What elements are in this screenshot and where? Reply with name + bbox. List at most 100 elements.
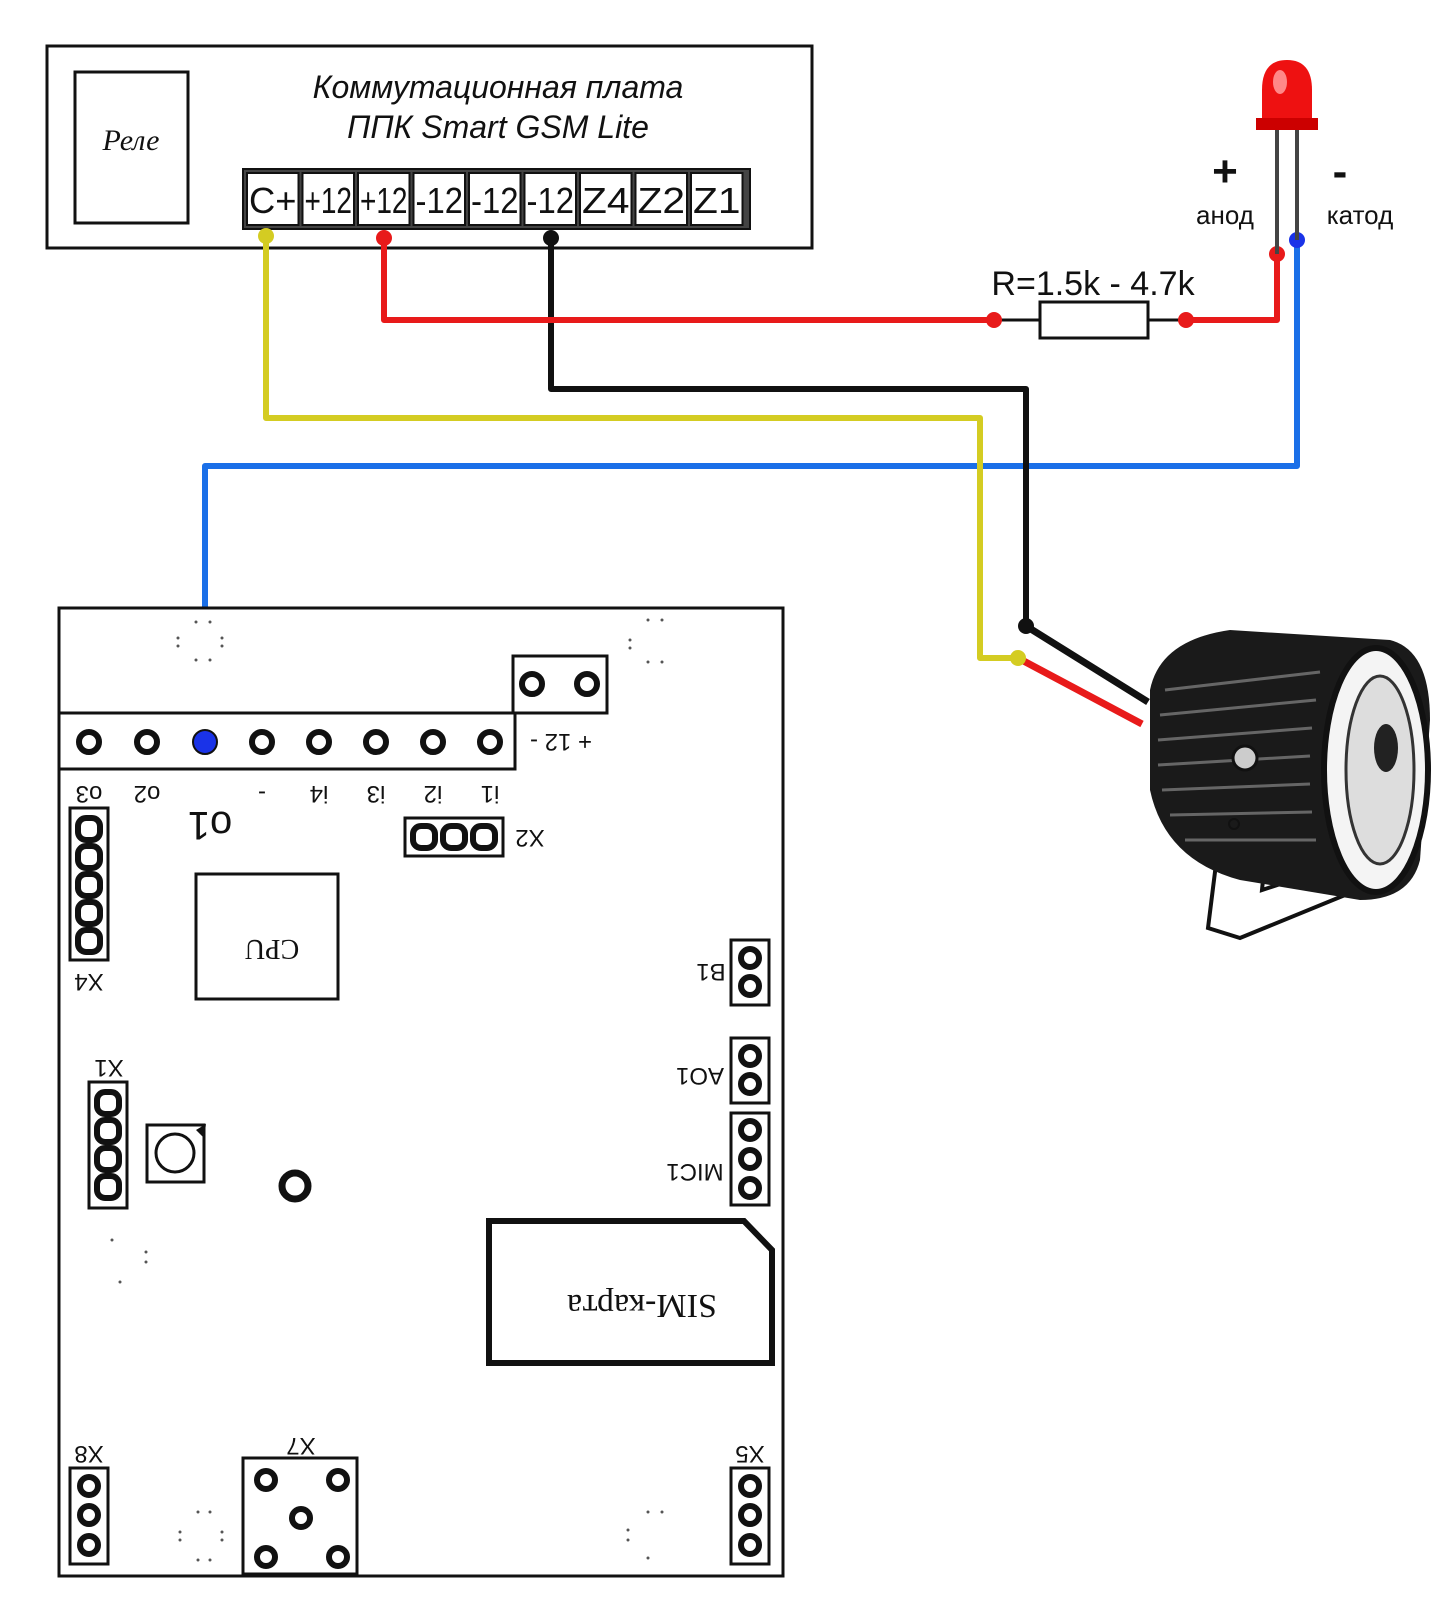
led-plus-sign: +: [1212, 147, 1238, 196]
led: + - анод катод: [1196, 60, 1393, 254]
o1-big-label: o1: [188, 803, 233, 847]
dot-siren-black: [1018, 618, 1034, 634]
board-button-circle: [154, 1132, 196, 1174]
terminal-cell: [690, 172, 744, 226]
output-label: o3: [76, 780, 103, 807]
ao1-pins: [738, 1044, 762, 1096]
terminal-label: C+: [249, 180, 297, 221]
x8-pins: [77, 1474, 101, 1557]
siren-lead-red: [1016, 654, 1144, 728]
x1-pin: [94, 1145, 122, 1173]
cpu-label: CPU: [245, 933, 299, 964]
x4-label: X4: [74, 968, 103, 995]
terminal-label: -12: [527, 180, 575, 221]
x4-pin: [75, 927, 103, 955]
board-title-line2: ППК Smart GSM Lite: [347, 109, 649, 145]
dot-siren-yellow: [1010, 650, 1026, 666]
output-screw: [306, 729, 332, 755]
board-led-hole: [278, 1169, 312, 1203]
terminal-cell: [246, 172, 300, 226]
siren-fins: [1157, 670, 1321, 842]
terminal-label: -12: [416, 180, 464, 221]
output-label: i4: [310, 780, 329, 807]
x1-pin: [94, 1117, 122, 1145]
x4-pin: [75, 871, 103, 899]
siren-driver: [1374, 724, 1398, 772]
x5-pins: [738, 1474, 762, 1557]
board-title-line1: Коммутационная плата: [313, 69, 684, 105]
terminal-label: +12: [360, 180, 408, 221]
relay-label: Реле: [102, 124, 160, 157]
dot-minus12: [543, 230, 559, 246]
terminal-cell: [412, 172, 466, 226]
led-anode-label: анод: [1196, 200, 1254, 230]
resistor: R=1.5k - 4.7k: [991, 265, 1196, 340]
ao1-label: AO1: [676, 1062, 724, 1089]
resistor-label: R=1.5k - 4.7k: [991, 265, 1195, 303]
terminal-cell: [634, 172, 688, 226]
mic1-pins: [738, 1118, 762, 1200]
gsm-board: + 12 - o3 o2 - i4 i3 i2 i1 o1 X2 X4 CPU X1: [57, 606, 785, 1578]
resistor-body: [1038, 300, 1150, 340]
relay-box: [73, 70, 190, 225]
x4-pin: [75, 899, 103, 927]
output-screw: [134, 729, 160, 755]
dot-resistor-right: [1178, 312, 1194, 328]
output-screw: [249, 729, 275, 755]
siren-bolt: [1231, 744, 1259, 772]
terminal-label: Z4: [582, 180, 630, 221]
led-rim: [1256, 118, 1318, 130]
terminal-cell: [579, 172, 633, 226]
x7-pins: [254, 1468, 350, 1569]
terminal-cell: [357, 172, 411, 226]
output-label: -: [258, 780, 266, 807]
wire-red-1: [381, 238, 994, 323]
led-cathode-label: катод: [1327, 200, 1394, 230]
siren-bracket-hole: [1228, 818, 1240, 830]
wire-yellow: [263, 236, 1018, 661]
b1-pins: [738, 946, 762, 998]
terminal-label: Z2: [638, 180, 686, 221]
output-label: i1: [481, 780, 500, 807]
output-screw: [76, 729, 102, 755]
sim-label: SIM-карта: [567, 1287, 717, 1324]
wire-black: [548, 238, 1029, 626]
board-button-arrow: [196, 1124, 206, 1138]
x1-label: X1: [94, 1054, 123, 1081]
wire-blue: [202, 240, 1300, 742]
power-label: + 12 -: [530, 728, 592, 755]
output-screw: [363, 729, 389, 755]
output-label: i3: [367, 780, 386, 807]
x1-pin: [94, 1173, 122, 1201]
x4-pin: [75, 815, 103, 843]
terminal-cell: [468, 172, 522, 226]
cpu-chip: [194, 872, 340, 1001]
x7-label: X7: [286, 1432, 315, 1459]
led-dome: [1262, 60, 1312, 128]
b1-label: B1: [696, 958, 725, 985]
x5-label: X5: [735, 1440, 764, 1467]
switch-board: Реле Коммутационная плата ППК Smart GSM …: [45, 44, 814, 250]
dot-resistor-left: [986, 312, 1002, 328]
terminal-cell: [523, 172, 577, 226]
output-screw: [420, 729, 446, 755]
mic1-label: MIC1: [666, 1158, 723, 1185]
x4-pin: [75, 843, 103, 871]
dot-o1: [194, 731, 216, 753]
terminal-label: Z1: [693, 180, 741, 221]
dot-plus12: [376, 230, 392, 246]
x2-label: X2: [515, 824, 544, 851]
output-label: i2: [424, 780, 443, 807]
siren-lead-black: [1024, 623, 1150, 705]
output-terminal-strip: [57, 711, 517, 771]
terminal-cell: [301, 172, 355, 226]
output-screw: [477, 729, 503, 755]
siren: [1150, 630, 1431, 941]
output-label: o2: [134, 780, 161, 807]
led-highlight: [1273, 70, 1287, 94]
wire-red-2: [1186, 254, 1280, 323]
power-screws: [519, 671, 600, 697]
siren-horn-inner: [1344, 674, 1416, 866]
